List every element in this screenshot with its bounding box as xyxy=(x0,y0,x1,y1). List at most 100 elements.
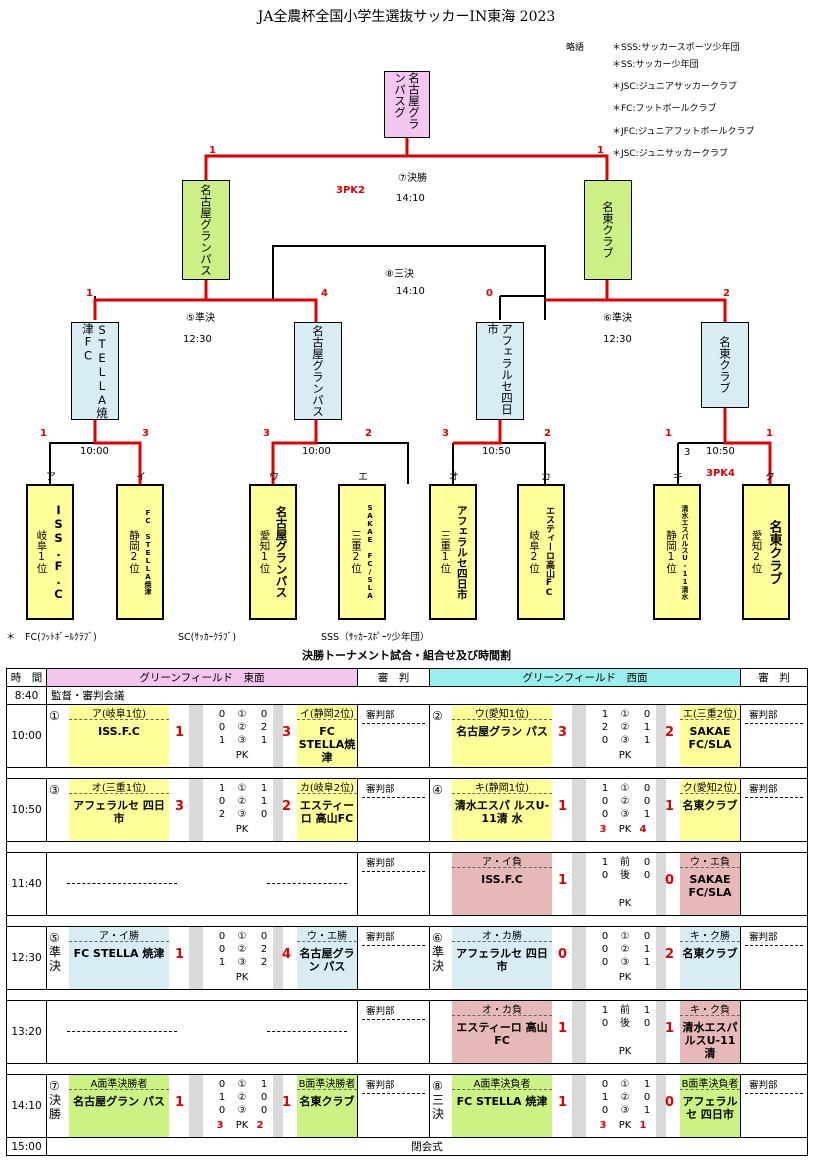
team-name: FC STELLA 焼津 xyxy=(73,947,165,960)
period-score: 0 xyxy=(218,931,226,942)
period-score: ① xyxy=(620,709,630,720)
goals-left: 1 xyxy=(175,1095,185,1110)
period-score: 0 xyxy=(601,931,609,942)
pk-score: 3 xyxy=(684,447,691,458)
team-name: ISS.F.C xyxy=(481,873,523,886)
period-score: 0 xyxy=(601,1079,609,1090)
pk-left: 3 xyxy=(599,824,607,835)
pk-right: 4 xyxy=(639,824,647,835)
team-cell-left: ウ(愛知1位)名古屋グラン パス xyxy=(452,705,552,767)
period-score: ① xyxy=(620,1079,630,1090)
goals-left: 1 xyxy=(558,799,568,814)
pk-label: PK xyxy=(235,750,249,761)
referee-cell: 審判部 xyxy=(740,778,808,842)
seed-label: オ(三重1位) xyxy=(69,779,169,794)
score-divider xyxy=(273,1075,283,1137)
period-score: ③ xyxy=(237,957,247,968)
score-divider xyxy=(273,927,283,989)
period-score: ② xyxy=(237,1092,247,1103)
period-score: 0 xyxy=(601,957,609,968)
referee-label: 審判部 xyxy=(362,1001,425,1020)
team-name: 清水エスパ ルスU-11清 水 xyxy=(454,799,550,825)
footnote: SC(ｻｯｶｰｸﾗﾌﾞ) xyxy=(178,632,237,643)
seed-label: カ(岐阜2位) xyxy=(297,779,357,794)
period-score: 2 xyxy=(601,722,609,733)
seed-label: B面準決勝者 xyxy=(297,1075,357,1090)
pk-label: PK xyxy=(618,898,632,909)
time-cell: 15:00 xyxy=(6,1137,47,1156)
referee-cell: 審判部 xyxy=(357,1000,430,1064)
period-score: 1 xyxy=(260,796,268,807)
team-letter: ア xyxy=(46,472,56,483)
qf-time: 10:00 xyxy=(302,446,331,457)
period-score: 1 xyxy=(218,783,226,794)
goals-right: 2 xyxy=(665,947,675,962)
referee-cell: 審判部 xyxy=(357,852,430,916)
match-number: ② xyxy=(432,709,443,723)
team-cell-right: キ・ク負清水エスパ ルスU-11清 xyxy=(680,1001,740,1063)
seed-label: オ・カ負 xyxy=(452,1001,552,1016)
period-score: 0 xyxy=(643,709,651,720)
team-cell-right: キ・ク勝名東クラブ xyxy=(680,927,740,989)
dashed-line xyxy=(267,1031,347,1032)
period-score: ② xyxy=(620,796,630,807)
score-divider xyxy=(572,927,586,989)
referee-label: 審判部 xyxy=(362,1075,425,1094)
team-cell-left: ア(岐阜1位)ISS.F.C xyxy=(69,705,169,767)
period-score: 0 xyxy=(218,722,226,733)
period-score: ② xyxy=(237,722,247,733)
team-name: 名東クラブ xyxy=(682,947,738,960)
spacer-row xyxy=(6,989,808,1001)
period-score: ③ xyxy=(237,735,247,746)
goals-right: 0 xyxy=(665,1095,675,1110)
goals-right: 4 xyxy=(282,947,292,962)
legend-heading: 略語 xyxy=(566,43,585,53)
period-score: 0 xyxy=(218,1079,226,1090)
period-score: ③ xyxy=(237,809,247,820)
period-score: 1 xyxy=(218,1092,226,1103)
referee-label: 審判部 xyxy=(362,853,425,872)
score-divider xyxy=(572,779,586,841)
qf-time: 10:50 xyxy=(706,446,735,457)
legend-item: ＊FC:フットボールクラブ xyxy=(612,104,717,114)
match-number: ④ xyxy=(432,783,443,797)
score-divider xyxy=(189,927,203,989)
period-score: 1 xyxy=(601,783,609,794)
score: 3 xyxy=(263,428,270,439)
team-name: エスティーロ 高山FC xyxy=(456,1021,548,1047)
pk-label: PK xyxy=(235,1120,249,1131)
east-match xyxy=(46,852,358,916)
period-score: 1 xyxy=(643,1105,651,1116)
period-score: 0 xyxy=(643,1092,651,1103)
period-score: 2 xyxy=(218,809,226,820)
time-cell: 10:00 xyxy=(6,704,47,768)
period-score: 1 xyxy=(601,857,609,868)
period-score: 1 xyxy=(260,783,268,794)
team-box: FC STELLA焼津静岡2位 xyxy=(116,484,164,620)
score: 3 xyxy=(442,428,449,439)
score-divider xyxy=(656,853,666,915)
team-cell-left: キ(静岡1位)清水エスパ ルスU-11清 水 xyxy=(452,779,552,841)
score: 0 xyxy=(486,288,493,299)
period-score: 1 xyxy=(643,722,651,733)
team-cell-right: B面準決勝者名東クラブ xyxy=(297,1075,357,1137)
team-name: FC STELLA焼津 xyxy=(298,725,356,764)
score-divider xyxy=(189,705,203,767)
team-cell-left: オ・カ勝アフェラルセ 四日市 xyxy=(452,927,552,989)
period-score: 1 xyxy=(601,1005,609,1016)
closing: 閉会式 xyxy=(46,1137,808,1156)
team-cell-left: オ・カ負エスティーロ 高山FC xyxy=(452,1001,552,1063)
team-name: アフェラルセ 四日市 xyxy=(73,799,165,825)
period-score: 0 xyxy=(260,709,268,720)
referee-label: 審判部 xyxy=(745,927,803,946)
